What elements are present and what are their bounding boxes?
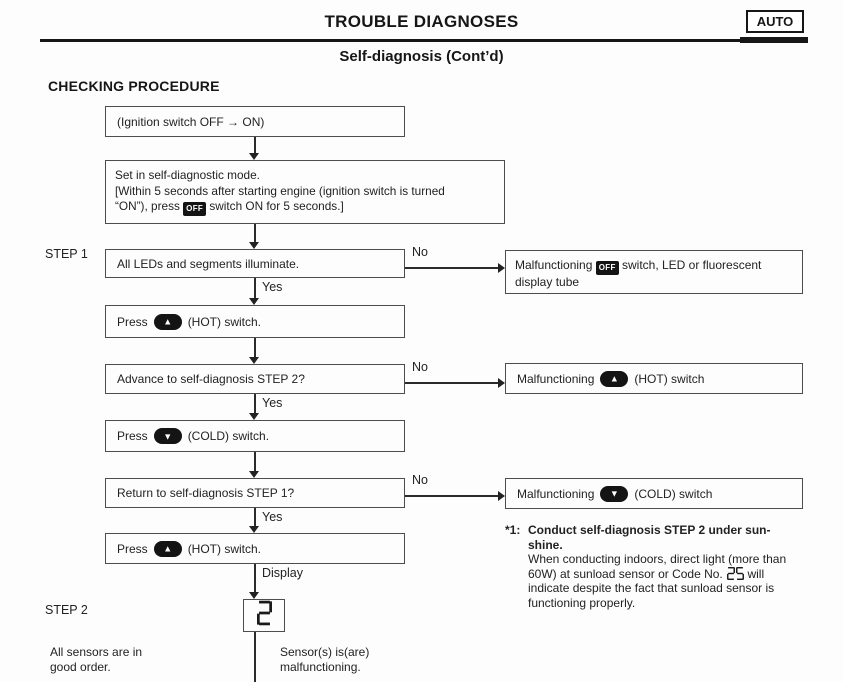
connector-line <box>254 452 256 472</box>
no-label: No <box>412 245 428 259</box>
connector-line <box>254 278 256 299</box>
off-switch-icon: OFF <box>183 202 207 216</box>
seven-segment-digit <box>256 600 272 631</box>
page-subtitle: Self-diagnosis (Cont’d) <box>339 48 504 65</box>
flow-box-advance: Advance to self-diagnosis STEP 2? <box>105 364 405 394</box>
set-mode-line3: “ON”), press OFF switch ON for 5 seconds… <box>115 199 495 216</box>
connector-line <box>254 224 256 243</box>
connector-line <box>254 137 256 154</box>
connector-line <box>254 394 256 414</box>
result-off-pre: Malfunctioning <box>515 258 593 272</box>
hot-switch-icon: ▲ <box>153 540 182 557</box>
set-mode-line3-post: switch ON for 5 seconds.] <box>209 199 344 213</box>
outcome-good: All sensors are in good order. <box>50 645 142 675</box>
cold-switch-icon: ▼ <box>153 428 182 444</box>
flow-box-return: Return to self-diagnosis STEP 1? <box>105 478 405 508</box>
connector-line <box>405 495 499 497</box>
set-mode-line1: Set in self-diagnostic mode. <box>115 168 260 182</box>
result-box-off: Malfunctioning OFF switch, LED or fluore… <box>505 250 803 294</box>
connector-line <box>254 338 256 358</box>
outcome-good-line1: All sensors are in <box>50 645 143 659</box>
hot-switch-icon: ▲ <box>600 370 629 387</box>
result-cold-pre: Malfunctioning <box>517 486 595 501</box>
footnote-marker: *1: <box>505 523 521 537</box>
arrowhead-right <box>498 378 505 388</box>
result-box-cold: Malfunctioning ▼ (COLD) switch <box>505 478 803 509</box>
flow-box-return-text: Return to self-diagnosis STEP 1? <box>117 486 295 500</box>
code-25-seven-segment <box>726 566 744 581</box>
flow-box-leds-text: All LEDs and segments illuminate. <box>117 256 300 271</box>
off-switch-icon: OFF <box>595 261 619 275</box>
arrowhead-down <box>249 592 259 599</box>
outcome-bad-line1: Sensor(s) is(are) <box>280 645 370 659</box>
footnote-body-line2-post: will <box>747 566 765 581</box>
no-label: No <box>412 360 428 374</box>
result-box-hot: Malfunctioning ▲ (HOT) switch <box>505 363 803 394</box>
no-label: No <box>412 473 428 487</box>
header-rule <box>40 39 808 42</box>
footnote: *1: Conduct self-diagnosis STEP 2 under … <box>505 523 821 611</box>
flow-box-press-hot: Press ▲ (HOT) switch. <box>105 305 405 338</box>
connector-line <box>405 267 499 269</box>
result-off-post: switch, LED or fluorescent display tube <box>515 258 762 289</box>
outcome-bad: Sensor(s) is(are) malfunctioning. <box>280 645 369 675</box>
flow-box-press-hot-2: Press ▲ (HOT) switch. <box>105 533 405 564</box>
connector-line <box>254 564 256 593</box>
yes-label: Yes <box>262 396 283 410</box>
yes-label: Yes <box>262 510 283 524</box>
auto-badge: AUTO <box>746 10 804 33</box>
result-hot-post: (HOT) switch <box>634 371 705 386</box>
press-hot2-pre: Press <box>117 541 148 556</box>
yes-label: Yes <box>262 280 283 294</box>
footnote-body-line2: 60W) at sunload sensor or Code No. will <box>528 566 821 582</box>
arrowhead-down <box>249 357 259 364</box>
connector-line <box>405 382 499 384</box>
arrowhead-down <box>249 242 259 249</box>
result-cold-post: (COLD) switch <box>634 486 713 501</box>
arrowhead-down <box>249 471 259 478</box>
header-rule-accent <box>740 37 808 43</box>
press-cold-pre: Press <box>117 429 148 443</box>
flow-box-leds: All LEDs and segments illuminate. <box>105 249 405 278</box>
cold-switch-icon: ▼ <box>600 485 629 502</box>
step2-label: STEP 2 <box>45 603 88 617</box>
outcome-good-line2: good order. <box>50 660 111 674</box>
step1-label: STEP 1 <box>45 247 88 261</box>
outcome-bad-line2: malfunctioning. <box>280 660 361 674</box>
flow-box-advance-text: Advance to self-diagnosis STEP 2? <box>117 372 305 386</box>
arrowhead-right <box>498 491 505 501</box>
set-mode-line3-pre: “ON”), press <box>115 199 180 213</box>
flow-box-set-mode: Set in self-diagnostic mode. [Within 5 s… <box>105 160 505 224</box>
press-hot-post: (HOT) switch. <box>187 314 262 329</box>
page-title: TROUBLE DIAGNOSES <box>324 12 519 31</box>
press-hot2-post: (HOT) switch. <box>187 541 262 556</box>
press-hot-pre: Press <box>117 314 148 329</box>
footnote-body-line3: indicate despite the fact that sunload s… <box>528 581 775 596</box>
flow-box-press-cold: Press ▼ (COLD) switch. <box>105 420 405 452</box>
arrowhead-down <box>249 526 259 533</box>
flow-box-ignition-text: (Ignition switch OFF → ON) <box>117 114 265 129</box>
section-heading: CHECKING PROCEDURE <box>48 78 220 94</box>
arrowhead-down <box>249 298 259 305</box>
press-cold-post: (COLD) switch. <box>187 429 270 443</box>
footnote-body-line1: When conducting indoors, direct light (m… <box>528 552 787 567</box>
footnote-body-line4: functioning properly. <box>528 595 636 610</box>
footnote-bold-line1: Conduct self-diagnosis STEP 2 under sun- <box>528 523 771 537</box>
footnote-body-line2-pre: 60W) at sunload sensor or Code No. <box>528 566 723 581</box>
display-label: Display <box>262 566 303 580</box>
set-mode-line2: [Within 5 seconds after starting engine … <box>115 183 445 198</box>
flow-box-ignition: (Ignition switch OFF → ON) <box>105 106 405 137</box>
arrowhead-down <box>249 413 259 420</box>
connector-line <box>254 508 256 527</box>
display-box <box>243 599 285 632</box>
footnote-bold-line2: shine. <box>528 537 563 552</box>
arrowhead-down <box>249 153 259 160</box>
connector-line <box>254 632 256 682</box>
result-hot-pre: Malfunctioning <box>517 371 595 386</box>
hot-switch-icon: ▲ <box>153 313 182 330</box>
arrowhead-right <box>498 263 505 273</box>
